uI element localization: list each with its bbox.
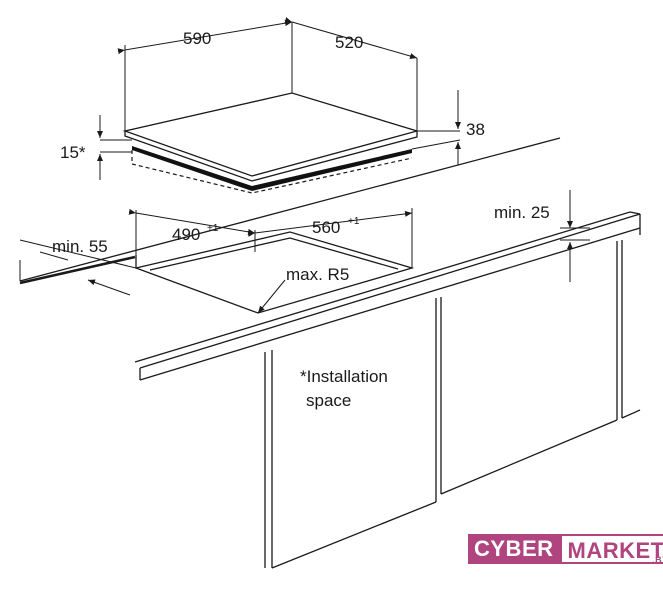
dim-cutout-depth-label: 560 [312, 218, 340, 237]
corner-radius-label: max. R5 [286, 265, 349, 284]
dim-frame-label: 15* [60, 143, 86, 162]
dim-depth-label: 520 [335, 33, 363, 52]
dim-cutout-width-label: 490 [172, 225, 200, 244]
front-clearance-label: min. 55 [52, 237, 108, 256]
hob-recess-outline [131, 150, 413, 194]
logo-suffix: .BY [652, 555, 663, 565]
hob-top-surface [122, 92, 420, 177]
hob-drawing [97, 17, 461, 194]
dim-cutout-width-tolerance: +1 [207, 223, 219, 234]
logo-part-market: MARKET .BY [559, 534, 663, 565]
installation-note-line1: *Installation [300, 367, 388, 386]
logo-part-cyber: CYBER [468, 534, 560, 564]
cybermarket-logo: CYBER MARKET .BY [468, 534, 663, 565]
logo-part-market-text: MARKET [567, 538, 663, 563]
worktop-drawing [19, 137, 641, 569]
hob-body [132, 146, 412, 191]
dim-height-label: 38 [466, 120, 485, 139]
wall-clearance-label: min. 25 [494, 203, 550, 222]
cutout-outline [133, 231, 415, 314]
installation-note-line2: space [306, 391, 351, 410]
cutout-dimensions [19, 190, 590, 314]
dim-width-label: 590 [183, 29, 211, 48]
dim-cutout-depth-tolerance: +1 [348, 216, 360, 227]
hob-edge [124, 131, 418, 182]
